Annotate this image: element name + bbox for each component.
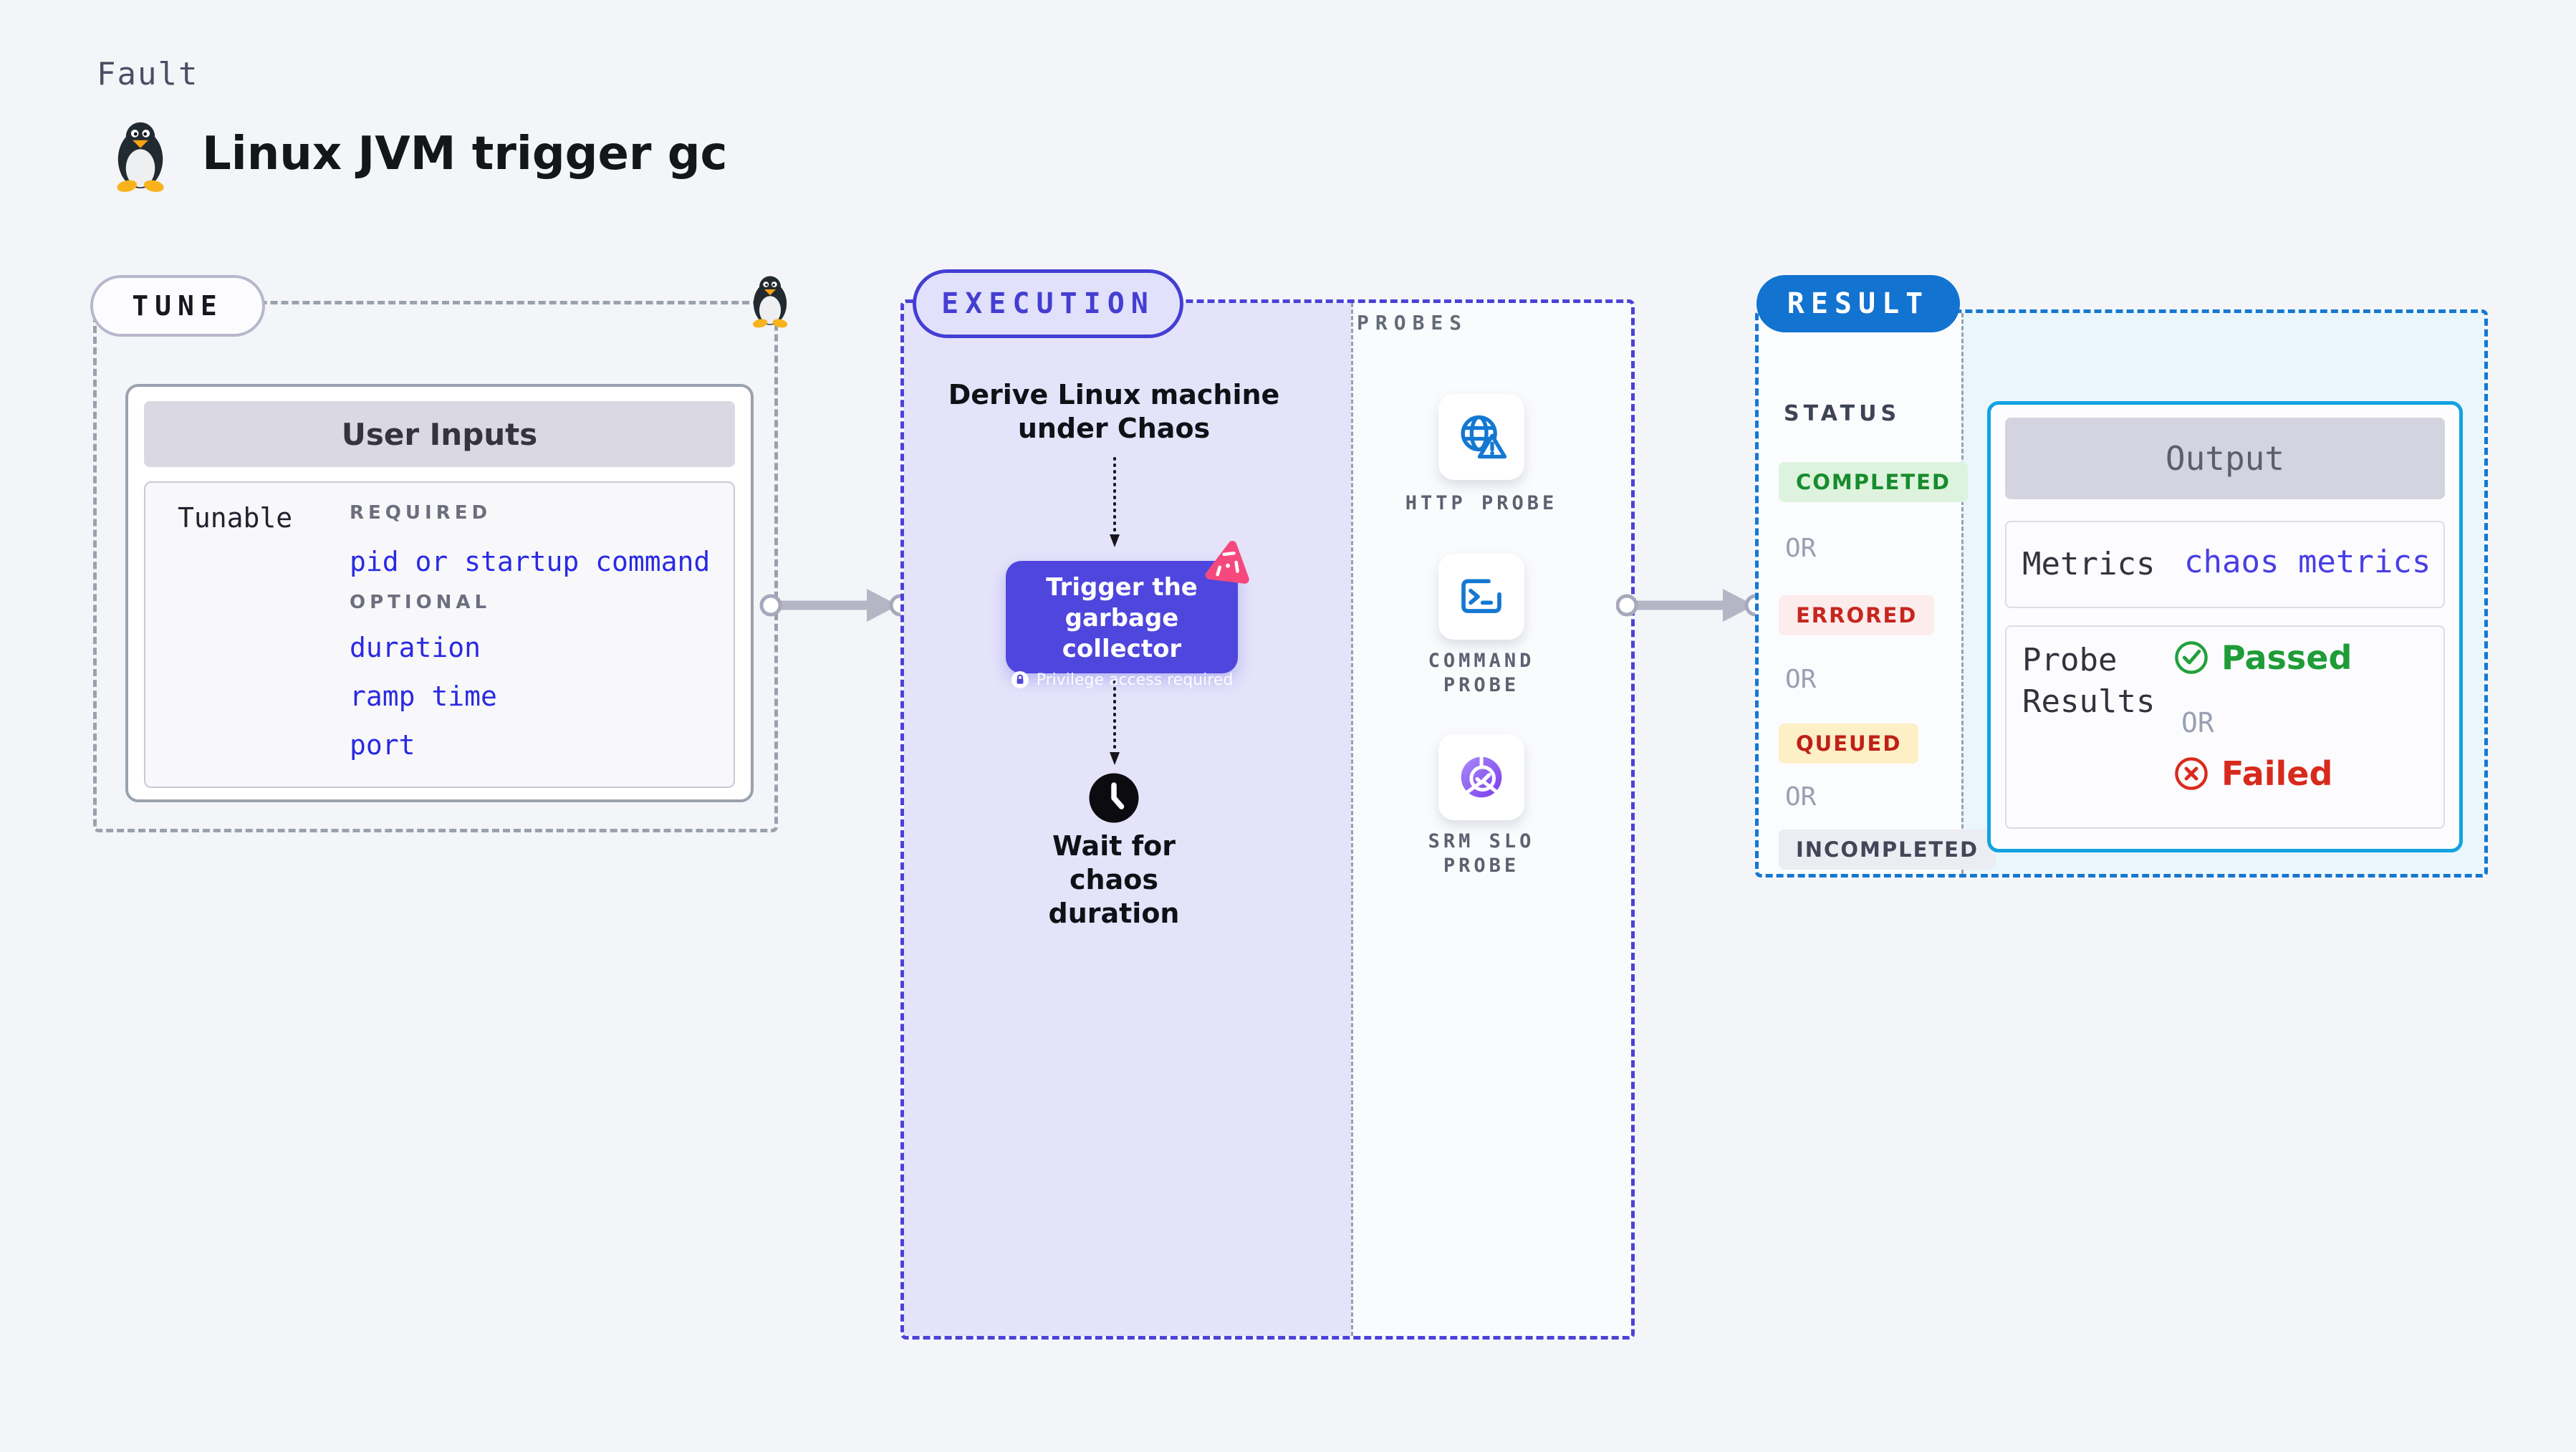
probes-divider <box>1351 303 1353 1336</box>
or-label: OR <box>1785 534 1817 563</box>
metrics-label: Metrics <box>2022 546 2156 582</box>
tunable-label: Tunable <box>178 502 293 534</box>
terminal-icon <box>1461 579 1501 613</box>
derive-step-text: Derive Linux machine under Chaos <box>948 379 1280 444</box>
globe-alert-icon <box>1461 415 1507 459</box>
status-label: STATUS <box>1784 401 1901 426</box>
trigger-gc-title: Trigger the garbage collector <box>1046 573 1198 663</box>
command-probe-card[interactable] <box>1438 554 1524 640</box>
tunable-required-item: pid or startup command <box>350 546 711 577</box>
tune-section <box>93 301 778 832</box>
srm-slo-probe-card[interactable] <box>1438 734 1524 820</box>
probe-passed-verdict: Passed <box>2173 638 2352 677</box>
tunable-optional-item: ramp time <box>350 681 497 712</box>
required-label: REQUIRED <box>350 502 492 524</box>
http-probe-label: HTTP PROBE <box>1405 492 1558 514</box>
tux-penguin-icon <box>117 122 164 192</box>
status-badge-completed: COMPLETED <box>1779 462 1969 502</box>
tune-pill: TUNE <box>90 275 265 337</box>
probes-label: PROBES <box>1357 311 1469 335</box>
lock-icon <box>1011 671 1029 688</box>
privilege-note: Privilege access required <box>1006 670 1238 689</box>
tunable-panel: Tunable REQUIRED pid or startup command … <box>144 481 735 788</box>
status-badge-queued: QUEUED <box>1779 723 1919 764</box>
chaos-pinwheel-icon <box>1205 541 1249 584</box>
probe-results-label: Probe Results <box>2022 642 2156 720</box>
probe-failed-verdict: Failed <box>2173 754 2332 793</box>
execution-section <box>900 299 1635 1340</box>
dotted-arrow-down-icon <box>1110 457 1120 547</box>
or-label: OR <box>1785 782 1817 812</box>
probe-results-row: Probe Results Passed OR Failed <box>2005 625 2445 829</box>
execution-pill: EXECUTION <box>913 269 1183 338</box>
tunable-optional-item: duration <box>350 632 481 663</box>
srm-slo-probe-label: SRM SLO PROBE <box>1428 830 1535 877</box>
or-label: OR <box>1785 665 1817 694</box>
metrics-row: Metrics chaos metrics <box>2005 521 2445 608</box>
clock-icon <box>1089 773 1139 823</box>
or-label: OR <box>2181 707 2214 739</box>
optional-label: OPTIONAL <box>350 592 491 613</box>
result-divider <box>1961 313 1964 874</box>
execution-lane <box>904 303 1351 1336</box>
output-card: Output Metrics chaos metrics Probe Resul… <box>1987 401 2463 852</box>
execution-to-result-arrow <box>1616 589 1767 622</box>
output-title: Output <box>2005 418 2445 499</box>
wait-step-text: Wait for chaos duration <box>1048 830 1180 929</box>
user-inputs-title: User Inputs <box>144 401 735 467</box>
fault-kicker: Fault <box>97 56 199 92</box>
x-circle-icon <box>2175 757 2208 790</box>
page-title: Linux JVM trigger gc <box>202 128 728 181</box>
trigger-gc-node[interactable]: Trigger the garbage collector Privilege … <box>1006 561 1238 689</box>
command-probe-label: COMMAND PROBE <box>1428 650 1535 696</box>
slo-donut-check-icon <box>1461 756 1502 798</box>
user-inputs-card: User Inputs Tunable REQUIRED pid or star… <box>125 384 754 802</box>
metrics-value: chaos metrics <box>2184 544 2431 580</box>
result-pill: RESULT <box>1756 275 1960 332</box>
http-probe-card[interactable] <box>1438 394 1524 480</box>
check-circle-icon <box>2175 641 2208 674</box>
tune-to-execution-arrow <box>759 589 912 622</box>
tunable-optional-item: port <box>350 729 415 761</box>
status-badge-incompleted: INCOMPLETED <box>1779 830 1996 870</box>
tux-penguin-icon <box>752 276 788 328</box>
status-badge-errored: ERRORED <box>1779 595 1935 635</box>
dotted-arrow-down-icon <box>1110 681 1120 765</box>
